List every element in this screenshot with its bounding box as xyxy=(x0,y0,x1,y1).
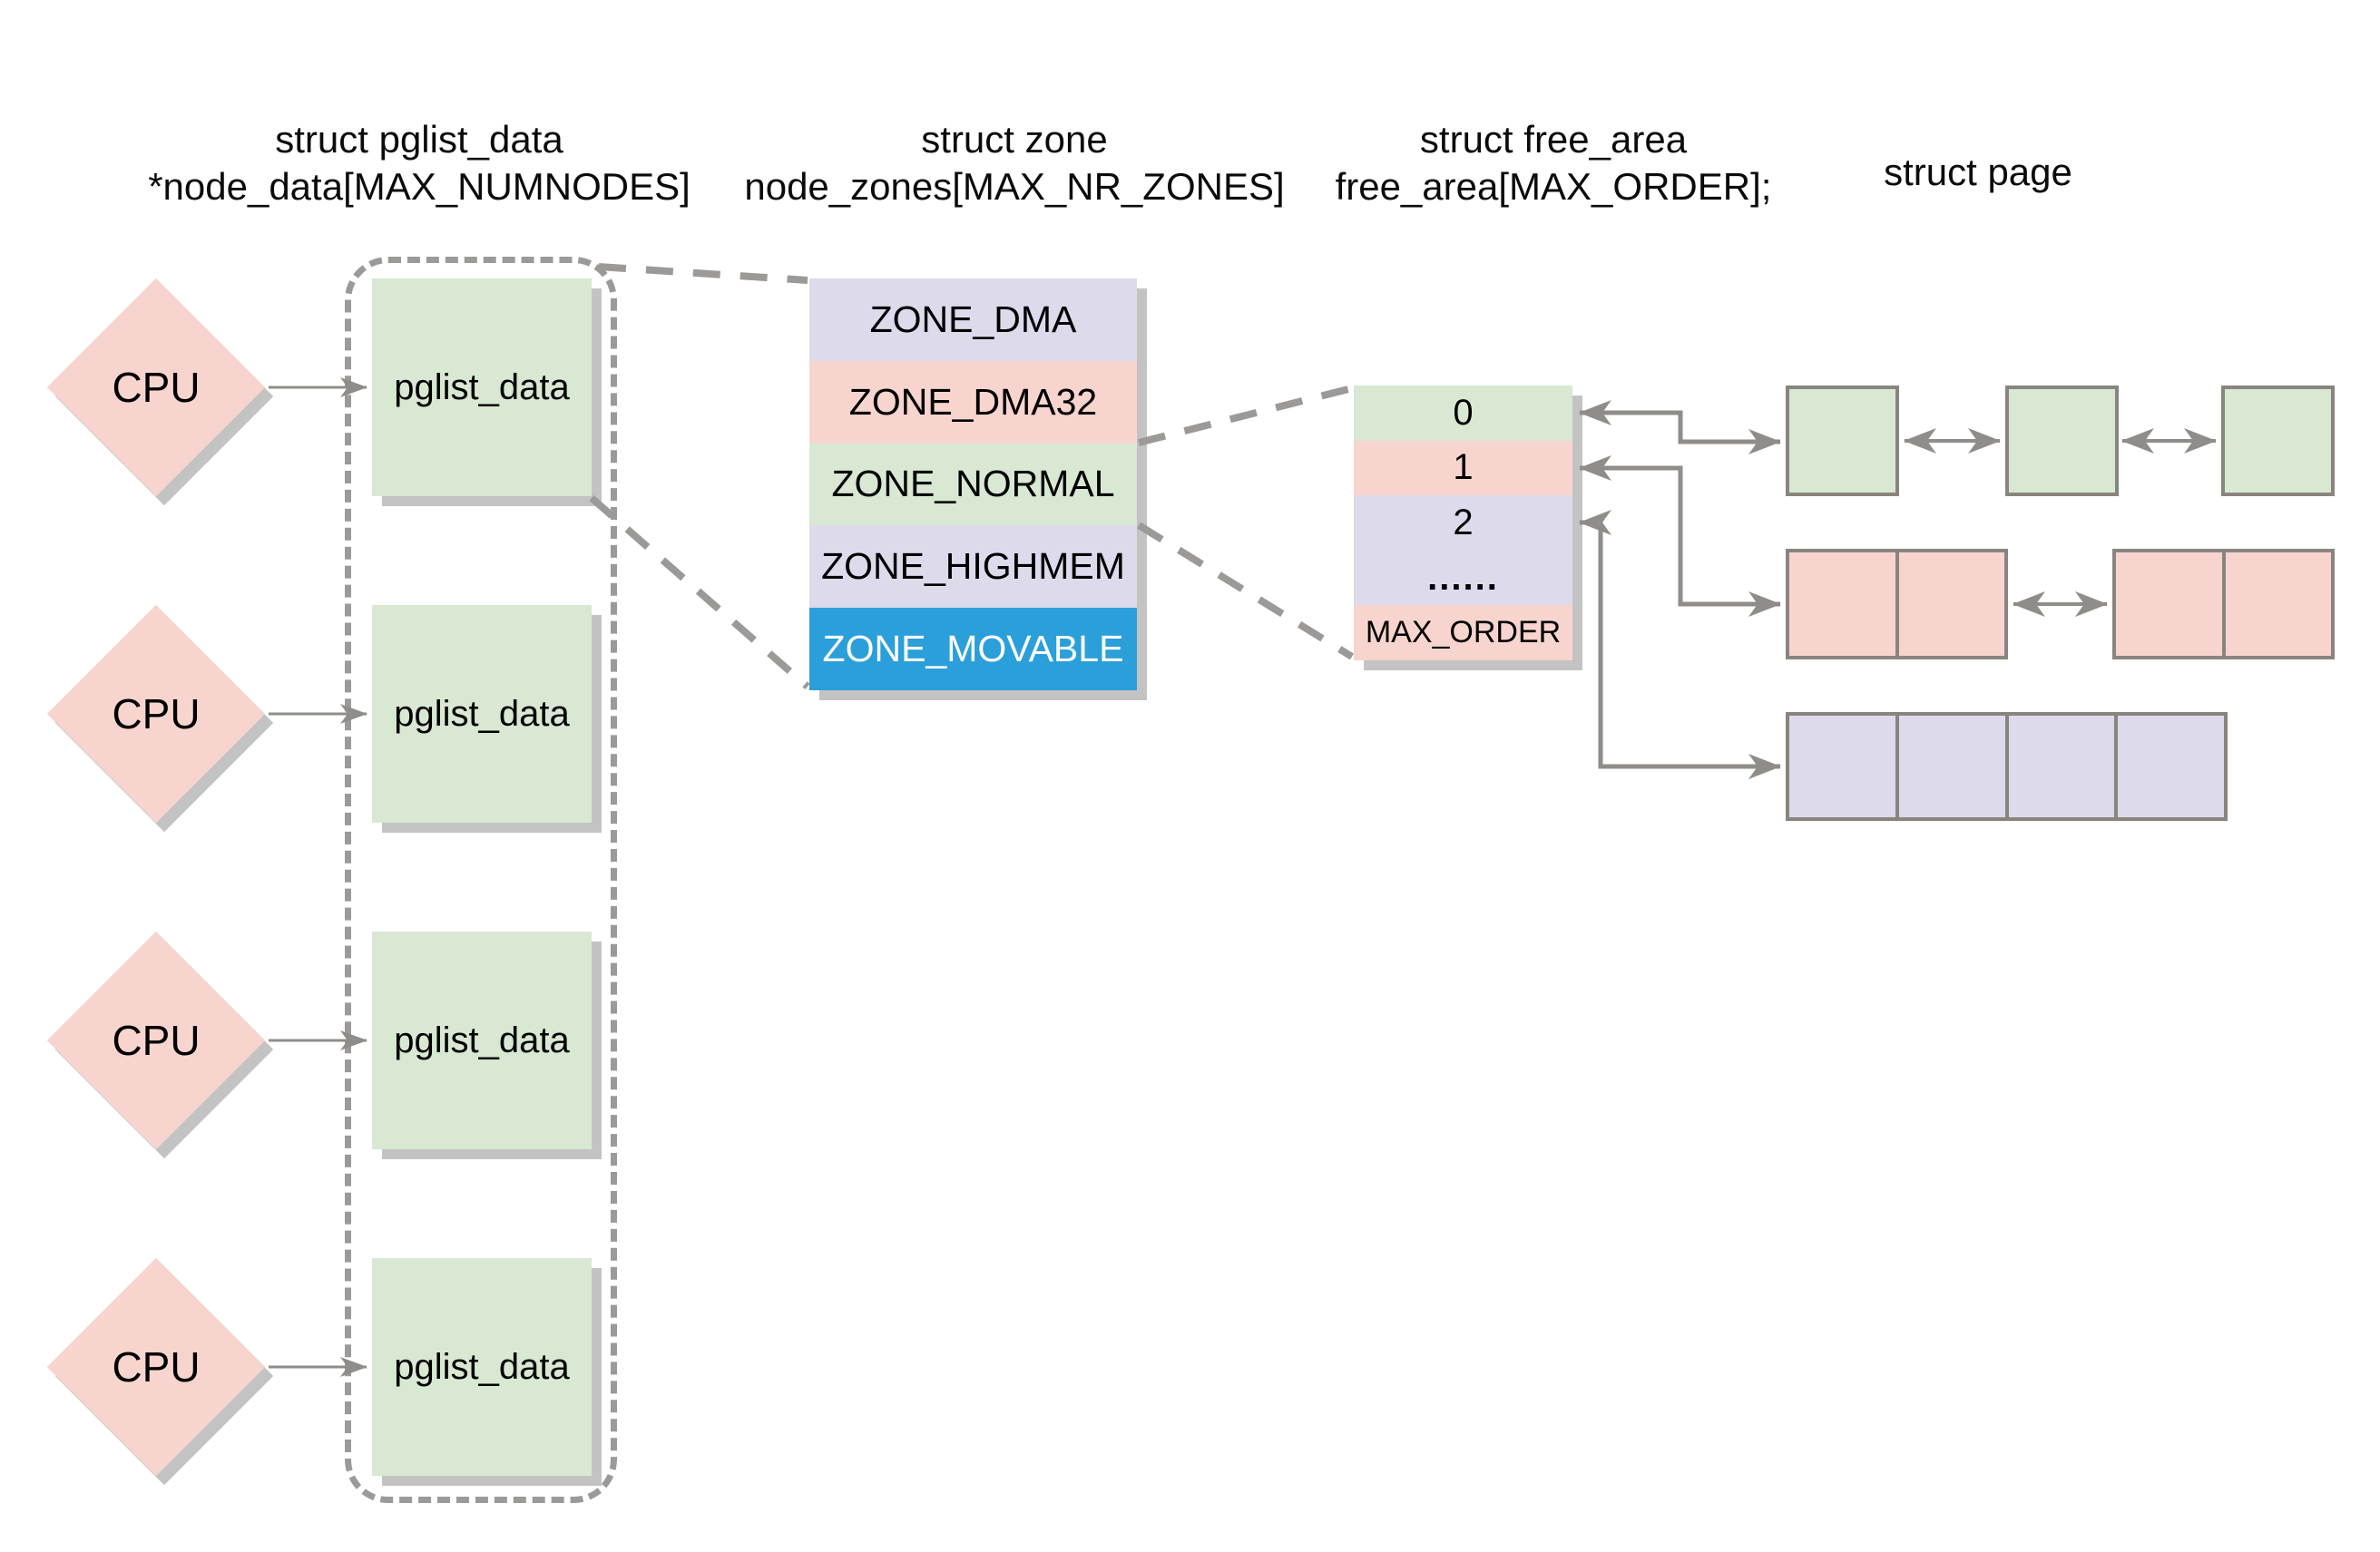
free-area-label: MAX_ORDER xyxy=(1365,615,1562,650)
zone-label: ZONE_HIGHMEM xyxy=(821,545,1125,588)
free-area-row-ellipsis: ...... xyxy=(1354,550,1572,606)
free-area-row-2: 2 xyxy=(1354,495,1572,551)
node-data-dashed-container xyxy=(345,257,617,1503)
pglist-to-zones-dashed-bottom xyxy=(589,494,810,690)
header-line: struct page xyxy=(1884,151,2072,193)
page-cell xyxy=(2004,716,2115,817)
free-area-table: 0 1 2 ...... MAX_ORDER xyxy=(1354,386,1572,660)
freearea0-to-pages-arrow xyxy=(1579,400,1781,454)
header-line: free_area[MAX_ORDER]; xyxy=(1335,165,1772,208)
cpu-label: CPU xyxy=(112,1017,201,1064)
pglist-data-label: pglist_data xyxy=(394,1346,570,1387)
page-cell xyxy=(2225,389,2331,493)
header-line: struct pglist_data xyxy=(275,118,563,161)
cpu-node-4: CPU xyxy=(46,1257,274,1486)
page-block-order2-1 xyxy=(1786,712,2228,821)
header-struct-zone: struct zone node_zones[MAX_NR_ZONES] xyxy=(697,116,1332,210)
free-area-row-1: 1 xyxy=(1354,440,1572,496)
header-line: struct free_area xyxy=(1419,118,1688,161)
zone-row-normal: ZONE_NORMAL xyxy=(809,443,1137,526)
free-area-label: 1 xyxy=(1453,447,1474,488)
freearea2-to-pages-arrow xyxy=(1579,510,1781,779)
pglist-to-zones-dashed-top xyxy=(598,263,808,284)
cpu-node-3: CPU xyxy=(46,931,274,1159)
zone-row-highmem: ZONE_HIGHMEM xyxy=(809,525,1137,609)
pglist-data-label: pglist_data xyxy=(394,693,570,734)
page-cell xyxy=(1789,716,1895,817)
page-cell xyxy=(1895,716,2005,817)
cpu-label: CPU xyxy=(112,690,201,737)
pglist-data-box-4: pglist_data xyxy=(372,1258,592,1476)
pglist-data-box-2: pglist_data xyxy=(372,605,592,823)
zone-row-movable: ZONE_MOVABLE xyxy=(809,608,1137,690)
page-block-order1-2 xyxy=(2112,549,2335,659)
page-cell xyxy=(1895,552,2004,656)
header-line: *node_data[MAX_NUMNODES] xyxy=(148,165,690,208)
pglist-data-label: pglist_data xyxy=(394,366,570,407)
page-block-order1-1 xyxy=(1786,549,2008,659)
free-area-label: 0 xyxy=(1453,392,1474,433)
page-block-order0-1 xyxy=(1786,386,1899,496)
page-cell xyxy=(2114,716,2224,817)
page-block-order0-2 xyxy=(2005,386,2119,496)
zone-stack: ZONE_DMA ZONE_DMA32 ZONE_NORMAL ZONE_HIG… xyxy=(809,278,1137,690)
page-cell xyxy=(2009,389,2115,493)
freearea1-to-pages-arrow xyxy=(1579,455,1781,617)
free-area-label: 2 xyxy=(1453,502,1474,542)
zone-label: ZONE_DMA32 xyxy=(848,380,1098,423)
zone-row-dma: ZONE_DMA xyxy=(809,278,1137,361)
page-cell xyxy=(2116,552,2222,656)
page-cell xyxy=(1789,389,1895,493)
pglist-data-box-3: pglist_data xyxy=(372,932,592,1149)
free-area-row-0: 0 xyxy=(1354,386,1572,441)
header-struct-page: struct page xyxy=(1660,149,2296,196)
header-struct-pglist-data: struct pglist_data *node_data[MAX_NUMNOD… xyxy=(102,116,737,210)
page-cell xyxy=(1789,552,1895,656)
zone-to-freearea-dashed-bottom xyxy=(1136,522,1355,660)
header-line: struct zone xyxy=(921,118,1108,161)
zone-label: ZONE_MOVABLE xyxy=(822,628,1124,670)
cpu-node-1: CPU xyxy=(46,278,274,506)
cpu-label: CPU xyxy=(112,364,201,411)
free-area-label: ...... xyxy=(1427,557,1499,598)
header-struct-free-area: struct free_area free_area[MAX_ORDER]; xyxy=(1236,116,1871,210)
zone-row-dma32: ZONE_DMA32 xyxy=(809,360,1137,444)
cpu-label: CPU xyxy=(112,1343,201,1391)
free-area-row-max-order: MAX_ORDER xyxy=(1354,605,1572,660)
page-cell xyxy=(2221,552,2331,656)
zone-label: ZONE_DMA xyxy=(869,298,1077,340)
zone-label: ZONE_NORMAL xyxy=(831,463,1115,505)
pglist-data-label: pglist_data xyxy=(394,1020,570,1060)
page-block-order0-3 xyxy=(2221,386,2335,496)
header-line: node_zones[MAX_NR_ZONES] xyxy=(744,165,1285,208)
zone-to-freearea-dashed-top xyxy=(1138,385,1353,446)
cpu-node-2: CPU xyxy=(46,604,274,833)
pglist-data-box-1: pglist_data xyxy=(372,278,592,496)
